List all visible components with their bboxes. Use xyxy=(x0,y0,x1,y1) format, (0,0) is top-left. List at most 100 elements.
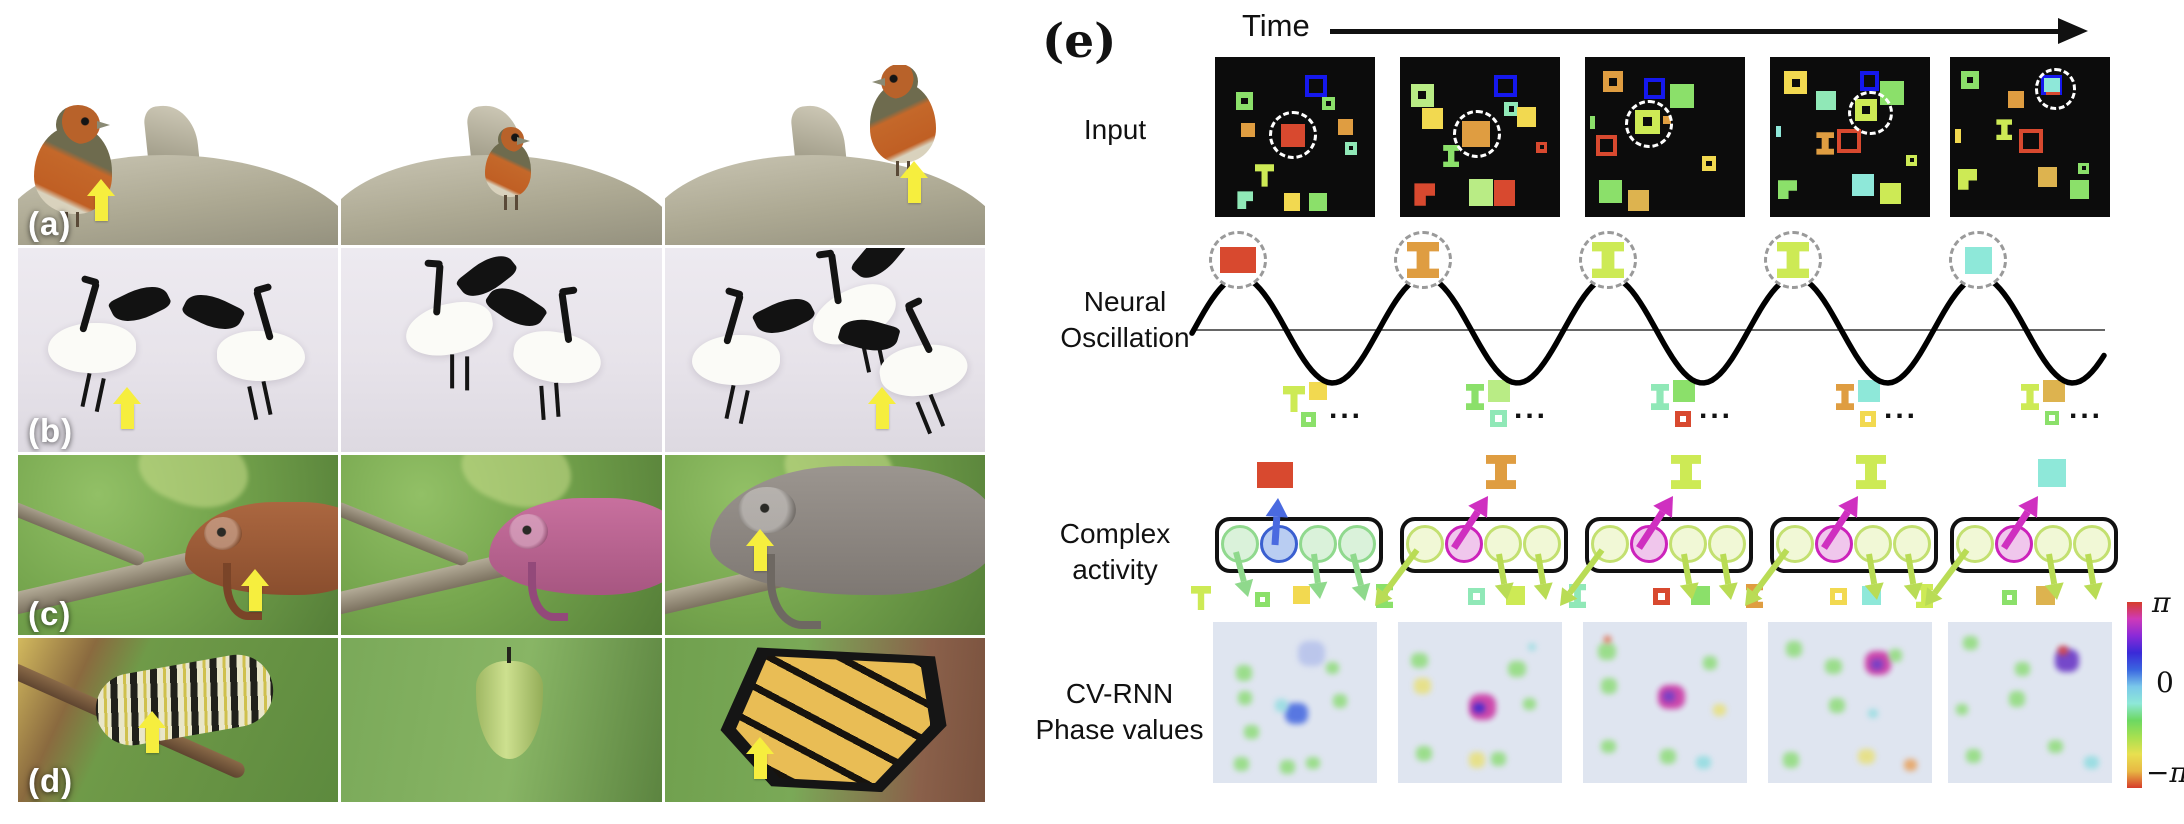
shape-dash-icon xyxy=(1625,100,1673,149)
shape-sq-icon xyxy=(2070,180,2090,200)
shape-out-icon xyxy=(1494,74,1517,97)
phase-blob xyxy=(1234,757,1250,771)
photo-robin-frame-1: (a) xyxy=(18,65,339,245)
phase-blob xyxy=(1416,745,1433,762)
phase-blob xyxy=(1828,697,1846,713)
phase-blob xyxy=(1491,752,1507,767)
shape-dash-icon xyxy=(1452,109,1501,158)
shape-sq-icon xyxy=(1964,246,1992,274)
shape-sq-icon xyxy=(1851,173,1874,197)
shape-I-icon xyxy=(1816,132,1834,155)
highlighted-neuron-circle xyxy=(1815,525,1853,563)
phase-blob xyxy=(1244,725,1259,739)
phase-blob xyxy=(2054,649,2080,673)
neuron-circle xyxy=(1854,525,1892,563)
shape-I-icon xyxy=(1916,584,1933,608)
shape-hole-cutout xyxy=(1909,158,1914,163)
shape-sq-icon xyxy=(2036,586,2055,605)
shape-hole-icon xyxy=(1301,412,1316,427)
shape-sq-icon xyxy=(1240,122,1255,137)
phase-blob xyxy=(1527,642,1536,651)
cv-rnn-phase-heatmap-t1 xyxy=(1213,622,1377,783)
shape-sq-icon xyxy=(2043,380,2065,402)
shape-hole-cutout xyxy=(1539,145,1544,150)
shape-hole-icon xyxy=(1504,101,1519,117)
yellow-pointer-arrow xyxy=(746,736,775,779)
shape-sq-icon xyxy=(1338,119,1353,136)
shape-hole-icon xyxy=(1653,588,1670,605)
shape-hole-icon xyxy=(2002,590,2017,605)
row-label-b: (b) xyxy=(28,412,74,449)
phase-blob xyxy=(1507,660,1526,678)
phase-blob xyxy=(2008,691,2026,707)
shape-sq-icon xyxy=(1880,183,1902,205)
shape-sq-icon xyxy=(2007,90,2024,109)
robin-bird-illustration xyxy=(869,65,936,163)
photo-chameleon-frame-2 xyxy=(341,455,662,635)
neuron-circle xyxy=(1523,525,1561,563)
phase-blob xyxy=(1601,678,1618,694)
shape-sq-icon xyxy=(1494,180,1516,206)
row-label-c: (c) xyxy=(28,595,72,632)
neuron-circle xyxy=(1338,525,1376,563)
phase-blob xyxy=(1702,655,1718,670)
shape-hole-cutout xyxy=(1495,415,1502,422)
shape-I-icon xyxy=(1651,384,1669,410)
neuron-circle xyxy=(2073,525,2111,563)
shape-out-icon xyxy=(1596,135,1617,157)
cv-rnn-phase-heatmap-t5 xyxy=(1948,622,2112,783)
input-frame-t2 xyxy=(1400,57,1560,217)
phase-blob xyxy=(1326,662,1340,675)
phase-blob xyxy=(1332,694,1348,709)
shape-hole-cutout xyxy=(1508,106,1514,112)
photo-chrysalis xyxy=(341,638,662,802)
yellow-pointer-arrow xyxy=(868,387,897,430)
caterpillar-illustration xyxy=(89,649,280,752)
shape-sq-icon xyxy=(1220,247,1256,273)
shape-hole-icon xyxy=(1961,71,1979,89)
shape-sq-icon xyxy=(1468,178,1493,206)
shape-out-icon xyxy=(2018,129,2043,153)
phase-blob xyxy=(1871,659,1883,670)
shape-hole-icon xyxy=(1536,141,1548,153)
yellow-pointer-arrow xyxy=(900,160,929,203)
phase-blob xyxy=(1414,678,1431,694)
phase-blob xyxy=(1298,641,1325,666)
shape-hole-cutout xyxy=(1966,77,1974,84)
neuron-circle xyxy=(2034,525,2072,563)
shape-notch-icon xyxy=(1778,180,1798,200)
photo-robin-frame-2 xyxy=(341,65,662,245)
shape-I-icon xyxy=(2021,384,2039,410)
phase-blob xyxy=(1285,702,1309,724)
colorbar-label-neg-pi: −π xyxy=(2146,756,2184,789)
photo-cranes-frame-3 xyxy=(664,248,985,452)
shape-hole-icon xyxy=(1468,588,1485,605)
phase-blob xyxy=(1868,708,1878,719)
phase-blob xyxy=(1597,642,1616,660)
shape-I-icon xyxy=(1671,455,1701,489)
shape-notch-icon xyxy=(1958,169,1978,190)
shape-sq-icon xyxy=(1954,129,1962,144)
input-frame-t5 xyxy=(1950,57,2110,217)
shape-I-icon xyxy=(1466,384,1484,410)
crane-illustration xyxy=(837,304,983,428)
neuron-circle xyxy=(1484,525,1522,563)
oscillation-peak-object-t1 xyxy=(1209,231,1267,289)
shape-I-icon xyxy=(1836,384,1854,410)
phase-blob xyxy=(1660,749,1677,765)
shape-hole-icon xyxy=(1411,84,1434,107)
complex-activity-module-t1 xyxy=(1215,517,1383,573)
shape-I-icon xyxy=(1777,242,1809,278)
shape-out-icon xyxy=(1859,71,1879,91)
phase-blob xyxy=(1601,739,1616,754)
colorbar-label-zero: 0 xyxy=(2156,666,2174,699)
shape-hole-cutout xyxy=(2081,166,2086,171)
phase-blob xyxy=(2015,662,2030,676)
yellow-pointer-arrow xyxy=(86,178,115,221)
photo-butterfly xyxy=(664,638,985,802)
shape-sq-icon xyxy=(1488,380,1510,402)
shape-dash-icon xyxy=(1848,90,1894,136)
chrysalis-illustration xyxy=(475,647,544,760)
neuron-circle xyxy=(1669,525,1707,563)
